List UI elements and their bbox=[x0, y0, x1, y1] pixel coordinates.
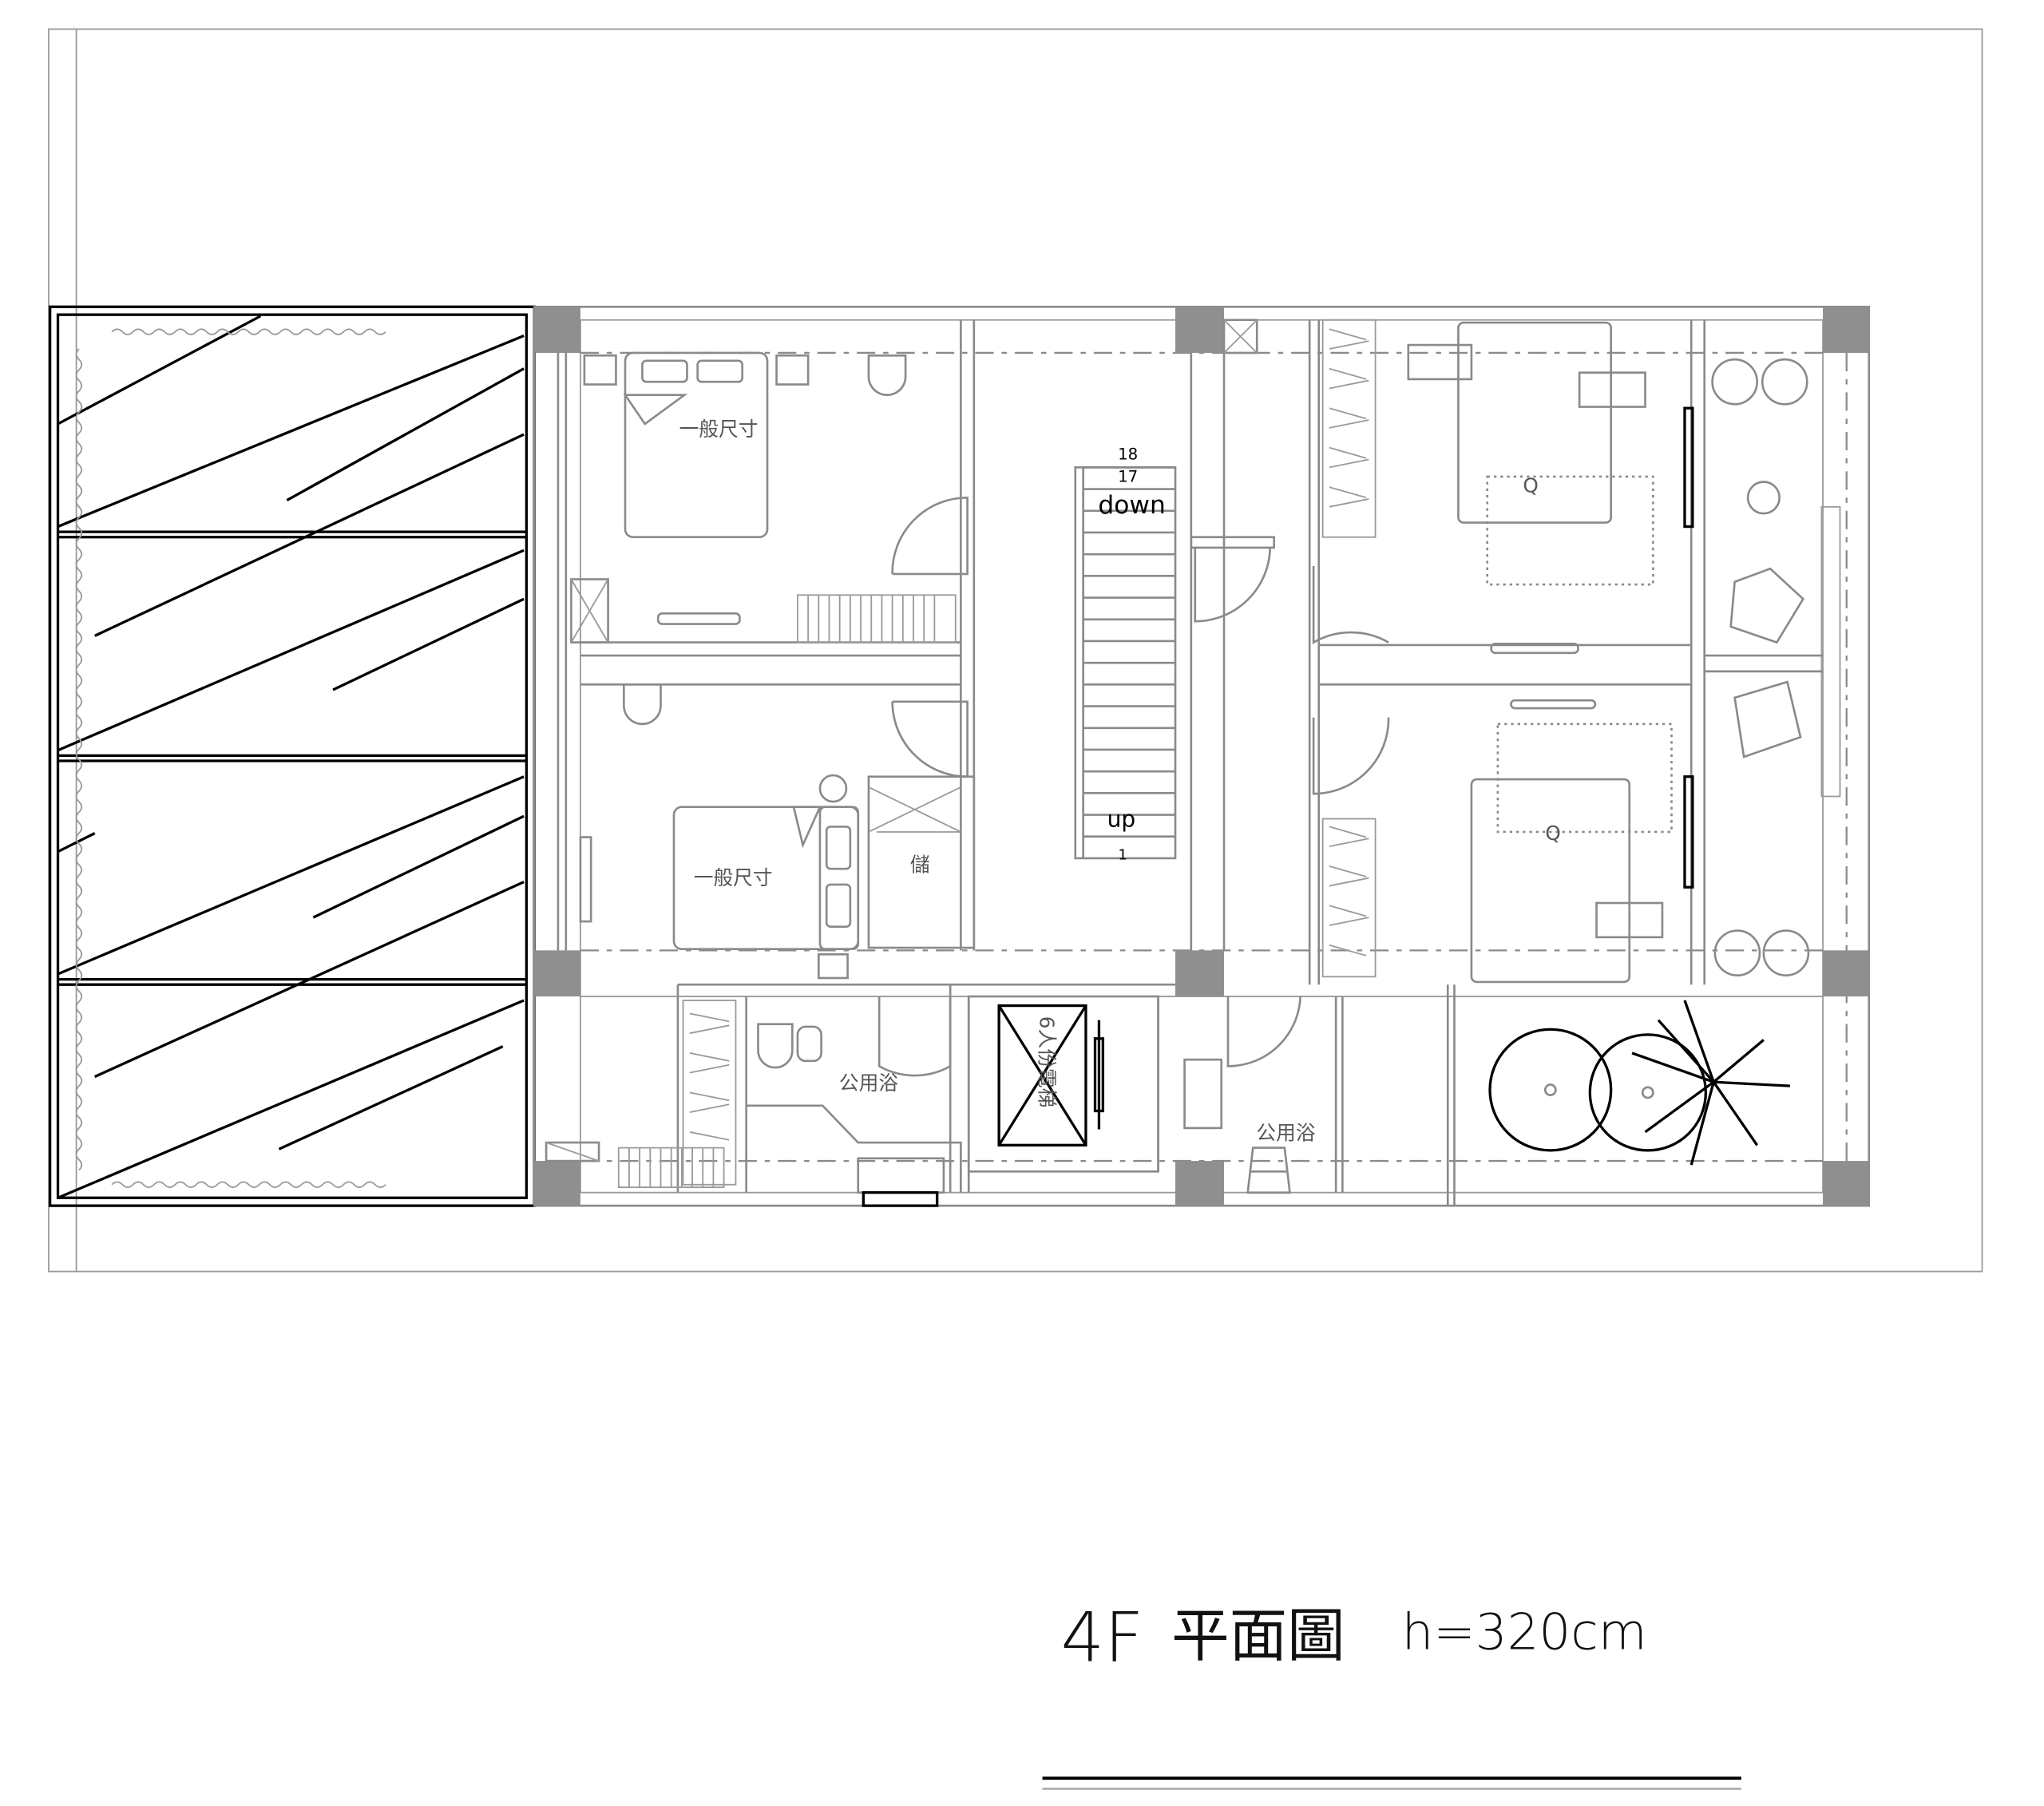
staircase bbox=[1074, 466, 1177, 860]
bathroom-2-label: 公用浴 bbox=[1256, 1122, 1315, 1145]
elevator bbox=[967, 995, 1159, 1173]
bathroom-1-label: 公用浴 bbox=[839, 1071, 898, 1095]
title-floor: 4F bbox=[1061, 1598, 1144, 1677]
title-height: h=320cm bbox=[1402, 1603, 1647, 1661]
stair-step-1: 1 bbox=[1118, 847, 1127, 864]
exterior-walls bbox=[533, 305, 1871, 1207]
title-name: 平面圖 bbox=[1171, 1603, 1345, 1670]
lounge-furniture bbox=[1711, 358, 1810, 976]
bed-label-2: 一般尺寸 bbox=[694, 866, 773, 889]
interior-walls bbox=[545, 319, 1824, 1206]
stair-step-17: 17 bbox=[1118, 468, 1138, 486]
structural-columns bbox=[534, 307, 1869, 1206]
bedroom-2-furniture bbox=[579, 683, 860, 980]
storage-label: 儲 bbox=[910, 853, 930, 876]
elevator-label: 6人份電梯 bbox=[1035, 1016, 1058, 1108]
stair-step-18: 18 bbox=[1118, 445, 1138, 463]
bedroom-3-furniture bbox=[1321, 319, 1654, 710]
bathroom-fixtures bbox=[617, 1000, 1291, 1207]
terrace-plants bbox=[1488, 1000, 1790, 1166]
bed-label-3: Q bbox=[1523, 474, 1538, 497]
doors bbox=[877, 496, 1390, 1077]
bed-label-4: Q bbox=[1545, 822, 1560, 845]
bedroom-1-furniture bbox=[583, 351, 957, 644]
bed-label-1: 一般尺寸 bbox=[679, 418, 759, 441]
bedroom-4-furniture bbox=[1321, 406, 1694, 984]
stair-down-label: down bbox=[1098, 491, 1166, 520]
balcony-glass-panels bbox=[48, 305, 536, 1207]
stair-up-label: up bbox=[1107, 806, 1136, 832]
